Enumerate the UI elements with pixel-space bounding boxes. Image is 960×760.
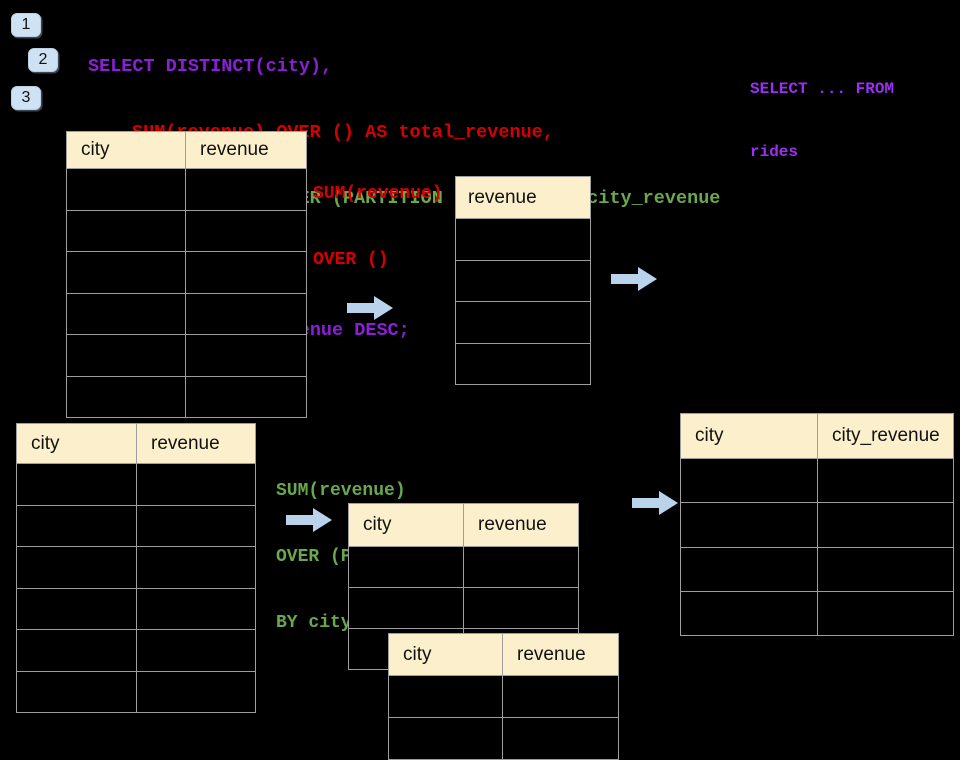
- sql-line-select: SELECT DISTINCT(city),: [88, 56, 333, 77]
- table-cell: [67, 168, 186, 210]
- table-cell: [186, 168, 306, 210]
- table-cell: [349, 587, 464, 628]
- table-cell: [186, 375, 306, 418]
- column-header-city: city: [17, 424, 137, 463]
- table-rides-input-top: city revenue: [66, 131, 307, 418]
- table-cell: [137, 629, 255, 671]
- table-cell: [67, 375, 186, 417]
- label-over-all-line-1: SUM(revenue): [313, 184, 443, 204]
- table-cell: [349, 546, 464, 587]
- side-sql-line-1: SELECT ... FROM: [750, 80, 895, 98]
- side-sql-line-2: rides: [750, 143, 799, 161]
- table-cell: [67, 292, 186, 334]
- table-cell: [681, 502, 818, 547]
- table-cell: [464, 546, 578, 587]
- table-cell: [389, 717, 503, 759]
- table-cell: [17, 504, 137, 546]
- table-cell: [818, 502, 953, 546]
- table-cell: [17, 670, 137, 712]
- table-cell: [503, 717, 618, 759]
- label-over-partition-line-1: SUM(revenue): [276, 481, 406, 501]
- flow-arrow-to-partition: [286, 508, 332, 532]
- table-city-revenue-result: city city_revenue: [680, 413, 954, 637]
- table-cell: [464, 628, 578, 669]
- table-cell: [186, 209, 306, 252]
- column-header-city-revenue: city_revenue: [832, 425, 940, 446]
- table-cell: [456, 259, 590, 302]
- table-cell: [17, 629, 137, 671]
- table-cell: [17, 546, 137, 588]
- table-cell: [186, 334, 306, 376]
- side-sql-snippet: SELECT ... FROM rides: [750, 37, 894, 184]
- table-cell: [456, 342, 590, 385]
- column-header-city: city: [681, 414, 818, 458]
- column-header-city: city: [349, 504, 464, 546]
- table-cell: [137, 463, 255, 505]
- table-cell: [67, 251, 186, 293]
- label-over-all-line-2: OVER (): [313, 250, 389, 270]
- column-header-city: city: [389, 634, 503, 675]
- table-cell: [389, 675, 503, 717]
- table-cell: [17, 587, 137, 629]
- column-header-revenue: revenue: [517, 643, 586, 665]
- label-over-all: SUM(revenue) OVER (): [313, 139, 443, 293]
- table-cell: [17, 463, 137, 505]
- column-header-city: city: [67, 132, 186, 168]
- table-cell: [456, 301, 590, 343]
- column-header-revenue: revenue: [151, 432, 220, 454]
- step-badge-2: 2: [28, 48, 58, 72]
- column-header-revenue: revenue: [468, 186, 537, 208]
- column-header-revenue: revenue: [200, 139, 269, 160]
- flow-arrow-to-result: [632, 491, 678, 515]
- flow-arrow-from-total: [611, 267, 657, 291]
- table-cell: [503, 675, 618, 717]
- flow-arrow-to-total: [347, 296, 393, 320]
- table-cell: [186, 292, 306, 335]
- table-cell: [67, 334, 186, 376]
- table-cell: [681, 458, 818, 503]
- table-cell: [137, 670, 255, 713]
- table-cell: [456, 218, 590, 260]
- step-badge-3: 3: [11, 86, 41, 110]
- table-cell: [67, 209, 186, 251]
- table-rides-input-bottom: city revenue: [16, 423, 256, 713]
- table-total-revenue: revenue: [455, 176, 591, 385]
- table-cell: [464, 587, 578, 628]
- table-cell: [186, 251, 306, 293]
- table-cell: [681, 590, 818, 636]
- table-partition-front: city revenue: [388, 633, 619, 760]
- table-cell: [137, 546, 255, 588]
- step-badge-1: 1: [11, 13, 41, 37]
- table-cell: [818, 458, 953, 502]
- table-cell: [818, 590, 953, 635]
- column-header-revenue: revenue: [478, 514, 547, 535]
- table-cell: [137, 587, 255, 630]
- table-cell: [818, 546, 953, 591]
- table-cell: [137, 504, 255, 547]
- table-cell: [681, 546, 818, 591]
